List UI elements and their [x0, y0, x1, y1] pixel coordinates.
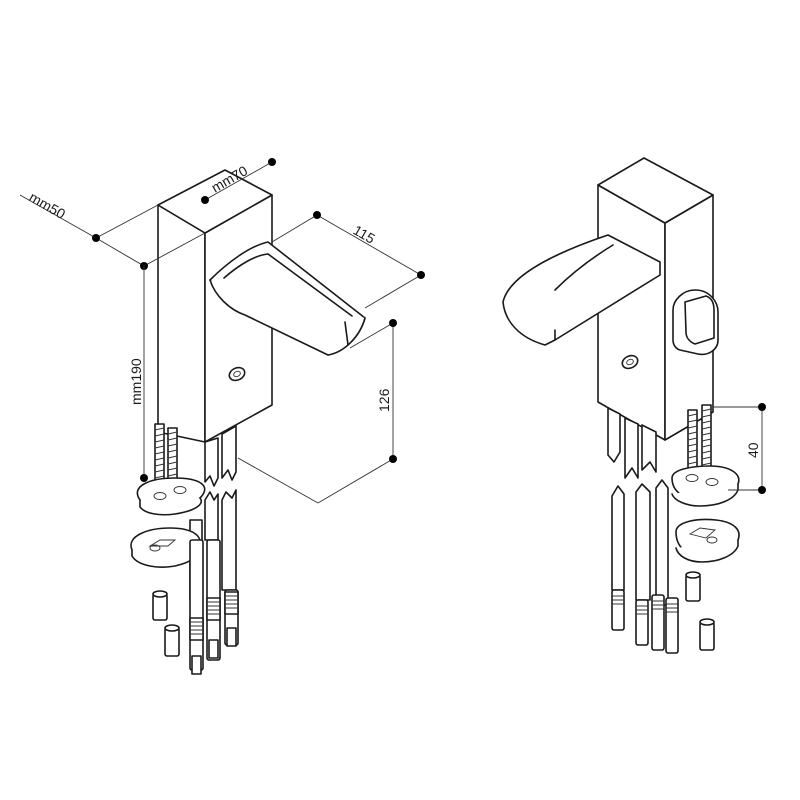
right-assembly: [502, 157, 740, 654]
right-handle: [502, 234, 661, 346]
left-spindles-upper: [204, 425, 237, 487]
right-spindles-cut: [611, 479, 669, 606]
right-thumb-turn: [672, 289, 719, 356]
left-assembly: [130, 169, 366, 675]
right-long-rods: [611, 589, 679, 654]
left-base-plate-upper: [136, 477, 206, 516]
right-base-plate-upper: [671, 465, 740, 507]
right-spindles-upper: [607, 407, 657, 479]
right-keyhole: [621, 354, 639, 370]
left-keyhole: [228, 366, 246, 382]
depth-label: mm50: [27, 189, 69, 222]
right-nuts: [685, 571, 715, 651]
right-base-plate-lower: [675, 518, 740, 563]
handle-height-label: 126: [376, 388, 392, 412]
left-base-plate-lower: [130, 527, 201, 568]
height-label: mm190: [128, 358, 144, 405]
left-nuts: [152, 590, 180, 657]
left-handle: [209, 241, 366, 356]
right-dimensions: 40: [713, 403, 766, 494]
handle-length-label: 115: [351, 222, 379, 247]
thread-length-label: 40: [745, 442, 761, 458]
left-long-rods: [189, 539, 239, 675]
